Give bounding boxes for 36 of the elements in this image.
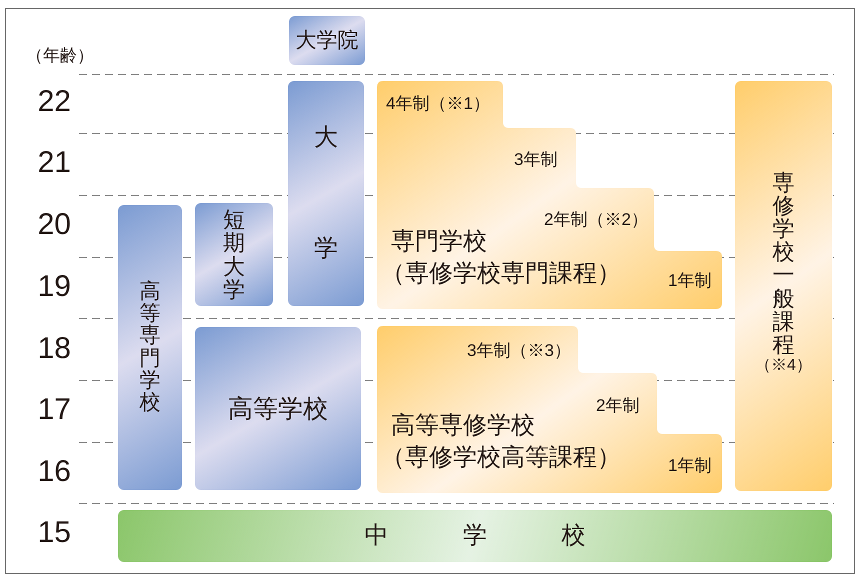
school-box xyxy=(195,327,361,490)
school-name: 大学院 xyxy=(296,28,358,54)
school-name: 専門学校 xyxy=(391,228,487,257)
duration-label: 4年制（※1） xyxy=(386,94,490,114)
school-box xyxy=(735,81,832,491)
school-subtitle: （専修学校高等課程） xyxy=(381,444,621,473)
age-label: 15 xyxy=(36,518,71,548)
age-label: 20 xyxy=(36,210,71,240)
age-label: 17 xyxy=(36,395,71,425)
school-band xyxy=(118,510,832,562)
duration-label: 3年制（※3） xyxy=(467,341,571,362)
duration-label: 2年制（※2） xyxy=(544,210,648,230)
age-label: 16 xyxy=(36,457,71,487)
staircase-band xyxy=(377,326,722,493)
duration-label: 1年制 xyxy=(668,271,712,292)
duration-label: 1年制 xyxy=(668,456,712,476)
school-name: 中学校 xyxy=(364,522,586,550)
note-reference: （※4） xyxy=(755,356,812,375)
duration-label: 2年制 xyxy=(596,396,640,416)
school-name: 高等専修学校 xyxy=(391,412,535,441)
school-name: 高等学校 xyxy=(228,394,328,424)
school-box xyxy=(289,16,365,65)
school-name: 高等専門学校 xyxy=(140,281,160,414)
age-label: 18 xyxy=(36,334,71,364)
age-label: 19 xyxy=(36,272,71,302)
age-label: 22 xyxy=(36,87,71,117)
school-name: 専修学校一般課程 xyxy=(772,171,794,356)
school-name: 短期大学 xyxy=(223,208,245,301)
school-box xyxy=(288,81,364,306)
school-box xyxy=(195,203,273,306)
school-subtitle: （専修学校専門課程） xyxy=(381,260,621,289)
duration-label: 3年制 xyxy=(514,150,558,170)
school-name: 大学 xyxy=(314,123,338,264)
axis-title: （年齢） xyxy=(26,46,94,66)
school-box xyxy=(118,205,182,490)
age-label: 21 xyxy=(36,148,71,178)
